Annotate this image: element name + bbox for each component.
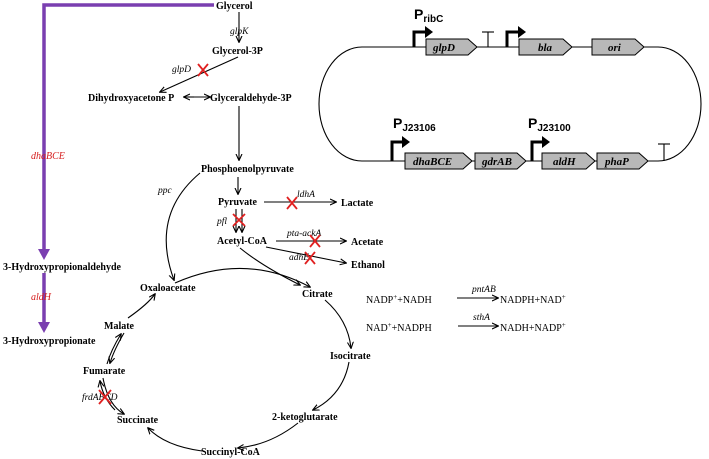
metabolite-glycerol-3p: Glycerol-3P bbox=[212, 46, 263, 57]
purple-3hp-pathway bbox=[38, 3, 214, 333]
metabolite-fumarate: Fumarate bbox=[83, 366, 126, 377]
metabolite-phosphoenolpyruvate: Phosphoenolpyruvate bbox=[201, 164, 294, 175]
metabolite-glyceraldehyde-3p: Glyceraldehyde-3P bbox=[210, 93, 292, 104]
reaction2-left: NAD bbox=[366, 323, 388, 334]
metabolite-acetyl-coa: Acetyl-CoA bbox=[217, 236, 268, 247]
plasmid-gene-ori-box bbox=[591, 38, 645, 56]
gene-stha: sthA bbox=[473, 313, 490, 323]
plasmid-gene-dhabce-box bbox=[404, 152, 473, 170]
plasmid-gene-bla: bla bbox=[538, 42, 553, 54]
metabolite-succinyl-coa: Succinyl-CoA bbox=[201, 447, 261, 458]
plasmid-gene-dhabce: dhaBCE bbox=[413, 156, 452, 168]
pathway-arrows bbox=[100, 12, 351, 452]
gene-pntab: pntAB bbox=[471, 285, 496, 295]
svg-text:NADP++NADH: NADP++NADH bbox=[366, 293, 432, 306]
metabolite-glycerol: Glycerol bbox=[216, 1, 253, 12]
svg-text:NADPH+NAD+: NADPH+NAD+ bbox=[500, 293, 566, 306]
plasmid-gene-gdrab: gdrAB bbox=[481, 156, 512, 168]
gene-ppc: ppc bbox=[157, 186, 173, 196]
gene-pta-acka: pta-ackA bbox=[286, 229, 321, 239]
terminator-bottom bbox=[658, 143, 670, 161]
metabolite-2-ketoglutarate: 2-ketoglutarate bbox=[272, 412, 338, 423]
gene-adhe: adhE bbox=[289, 253, 309, 263]
reaction1-left: NADP bbox=[366, 295, 394, 306]
promoter-pribc-label: P bbox=[414, 6, 423, 22]
gene-glpk: glpK bbox=[230, 27, 249, 37]
plasmid-gene-aldh: aldH bbox=[553, 156, 576, 168]
gene-dhabce: dhaBCE bbox=[31, 151, 65, 162]
reaction1-right: NADPH+NAD bbox=[500, 295, 562, 306]
transhydrogenase-reaction-stha: NAD++NADPH sthA NADH+NADP+ bbox=[366, 313, 566, 334]
svg-text:NADH+NADP+: NADH+NADP+ bbox=[500, 321, 566, 334]
promoter-pribc-arrow bbox=[412, 26, 433, 47]
plasmid-gene-phap: phaP bbox=[604, 156, 629, 168]
svg-text:NAD++NADPH: NAD++NADPH bbox=[366, 321, 432, 334]
metabolite-3-hydroxypropionaldehyde: 3-Hydroxypropionaldehyde bbox=[3, 262, 122, 273]
gene-pfl: pfl bbox=[216, 216, 227, 227]
plasmid-map: glpD bla ori PribC dhaBCE gdrAB aldH pha… bbox=[318, 6, 702, 170]
promoter-bla-arrow bbox=[505, 26, 526, 47]
plasmid-gene-phap-box bbox=[596, 152, 649, 170]
knockout-ldha bbox=[286, 196, 298, 210]
knockout-adhe bbox=[304, 251, 316, 265]
promoter-pj23100-arrow bbox=[530, 136, 550, 161]
knockout-pfl bbox=[232, 213, 246, 227]
metabolite-dhap: Dihydroxyacetone P bbox=[88, 93, 174, 104]
metabolite-3-hydroxypropionate: 3-Hydroxypropionate bbox=[3, 336, 96, 347]
plasmid-backbone bbox=[318, 46, 702, 162]
metabolite-succinate: Succinate bbox=[117, 415, 159, 426]
terminator-top bbox=[482, 31, 494, 47]
metabolite-malate: Malate bbox=[104, 321, 135, 332]
knockout-frdabcd bbox=[98, 389, 112, 405]
metabolite-acetate: Acetate bbox=[351, 237, 384, 248]
metabolite-citrate: Citrate bbox=[302, 289, 333, 300]
reaction2-right: NADH+NADP bbox=[500, 323, 562, 334]
promoter-pj23106-label: P bbox=[393, 115, 402, 131]
metabolite-oxaloacetate: Oxaloacetate bbox=[140, 283, 196, 294]
svg-text:PribC: PribC bbox=[414, 6, 443, 25]
knockout-glpd bbox=[197, 63, 209, 77]
gene-aldh: aldH bbox=[31, 292, 52, 303]
knockout-pta-acka bbox=[309, 234, 321, 248]
metabolite-isocitrate: Isocitrate bbox=[330, 351, 371, 362]
plasmid-gene-gdrab-box bbox=[474, 152, 527, 170]
gene-frdabcd: frdABCD bbox=[82, 392, 118, 403]
transhydrogenase-reaction-pntab: NADP++NADH pntAB NADPH+NAD+ bbox=[366, 285, 566, 306]
plasmid-gene-glpd: glpD bbox=[432, 42, 455, 54]
metabolite-pyruvate: Pyruvate bbox=[218, 197, 257, 208]
plasmid-gene-glpd-box bbox=[425, 38, 478, 56]
plasmid-gene-ori: ori bbox=[608, 42, 622, 54]
gene-ldha: ldhA bbox=[297, 190, 315, 200]
promoter-pj23100-label: P bbox=[528, 115, 537, 131]
metabolite-ethanol: Ethanol bbox=[351, 260, 385, 271]
metabolite-lactate: Lactate bbox=[341, 198, 374, 209]
promoter-pj23106-arrow bbox=[390, 136, 410, 161]
plasmid-gene-bla-box bbox=[518, 38, 573, 56]
svg-text:PJ23106: PJ23106 bbox=[393, 115, 436, 134]
plasmid-gene-aldh-box bbox=[541, 152, 596, 170]
gene-glpd: glpD bbox=[172, 65, 191, 75]
svg-text:PJ23100: PJ23100 bbox=[528, 115, 571, 134]
knockout-crosses bbox=[98, 63, 321, 405]
